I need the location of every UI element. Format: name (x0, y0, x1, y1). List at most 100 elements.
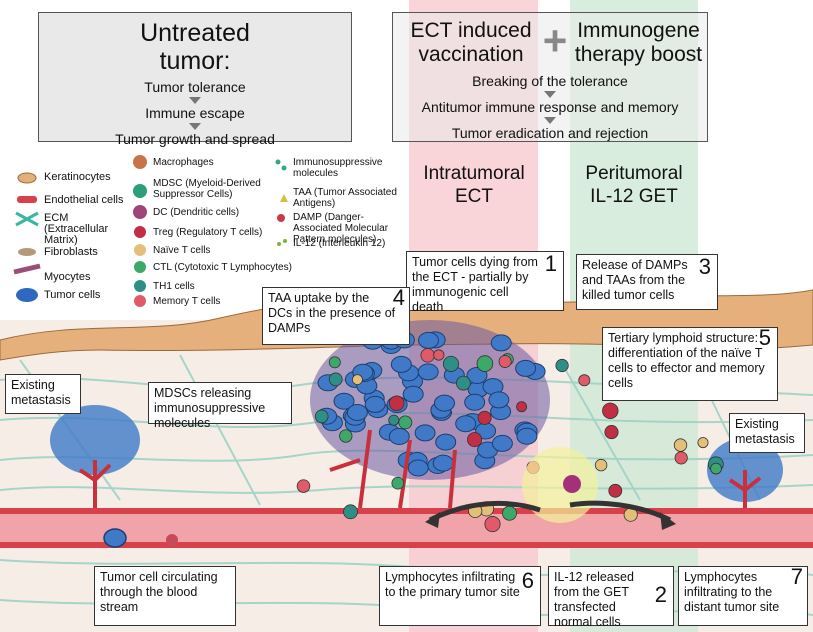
untreated-title: Untreated tumor: (140, 19, 250, 75)
immune-cell (388, 395, 405, 412)
arrowhead-distant (660, 512, 676, 530)
callout-2-number: 2 (654, 582, 667, 607)
callout-1-number: 1 (544, 251, 557, 276)
arrow-lymphocytes-to-distant (569, 500, 672, 523)
header-treatment: ECT induced vaccination + Immunogene the… (392, 12, 708, 142)
immune-cell (328, 356, 341, 369)
callout-7-number: 7 (790, 564, 803, 589)
legend-ecm: ECM (Extracellular Matrix) (44, 212, 109, 246)
tumor-cell (388, 428, 410, 445)
legend-ctl: CTL (Cytotoxic T Lymphocytes) (153, 262, 292, 273)
immune-cell (391, 476, 405, 490)
callout-6: Lymphocytes infiltrating to the primary … (379, 566, 541, 626)
immune-cell (578, 374, 591, 387)
arrow-down-icon (189, 123, 201, 130)
callout-4: TAA uptake by the DCs in the presence of… (262, 287, 410, 345)
tumor-cell (346, 404, 368, 421)
immune-cell (516, 401, 528, 413)
header-untreated: Untreated tumor: Tumor tolerance Immune … (38, 12, 352, 147)
immune-cell (484, 516, 501, 533)
tumor-cell (434, 394, 455, 412)
treatment-line-2: Antitumor immune response and memory (421, 99, 679, 115)
arrow-down-icon (544, 117, 556, 124)
immune-cell (328, 372, 343, 387)
tumor-cell (491, 434, 513, 452)
untreated-line-1: Tumor tolerance (144, 79, 246, 95)
arrow-lymphocytes-to-primary (428, 501, 541, 523)
immune-cell (343, 504, 358, 520)
callout-2-text: IL-12 released from the GET transfected … (554, 570, 634, 629)
callout-7-text: Lymphocytes infiltrating to the distant … (684, 570, 780, 614)
plus-icon: + (542, 17, 568, 64)
tumor-cell (417, 363, 439, 381)
immune-cell (555, 358, 569, 373)
callout-1-text: Tumor cells dying from the ECT - partial… (412, 255, 538, 314)
immune-cell (351, 374, 363, 386)
immune-cell (674, 451, 688, 465)
tumor-cell (432, 454, 454, 472)
callout-2: IL-12 released from the GET transfected … (548, 566, 674, 629)
legend-dc: DC (Dendritic cells) (153, 207, 240, 218)
callout-circulating-text: Tumor cell circulating through the blood… (100, 570, 218, 614)
tumor-cell (488, 391, 510, 409)
callout-mdsc: MDSCs releasing immunosuppressive molecu… (148, 382, 292, 430)
legend-naive: Naïve T cells (153, 245, 211, 256)
legend-macrophages: Macrophages (153, 157, 214, 168)
immune-cell (296, 479, 311, 493)
legend-th1: TH1 cells (153, 281, 195, 292)
tumor-cell (455, 415, 477, 433)
treatment-line-1: Breaking of the tolerance (472, 73, 628, 89)
immune-cell (498, 355, 512, 368)
immune-cell (433, 349, 445, 361)
tumor-cell (490, 334, 512, 352)
tumor-cell (333, 392, 355, 410)
circulating-tumor-cell (103, 528, 127, 548)
untreated-line-2: Immune escape (145, 105, 245, 121)
immune-cell (388, 414, 400, 426)
immune-cell (608, 483, 623, 498)
tumor-cell (516, 427, 538, 445)
immune-cell (314, 409, 329, 424)
immune-cell (442, 355, 460, 372)
arrow-down-icon (544, 91, 556, 98)
callout-5: Tertiary lymphoid structure: differentia… (602, 327, 778, 401)
immune-cell (467, 432, 483, 448)
arrowhead-primary (425, 512, 440, 528)
immune-cell (476, 355, 494, 372)
tumor-cell (464, 393, 486, 411)
untreated-line-3: Tumor growth and spread (115, 131, 275, 147)
callout-circulating: Tumor cell circulating through the blood… (94, 566, 236, 626)
tumor-cell (407, 459, 429, 477)
immune-cell (477, 410, 492, 425)
legend-immunosuppressive: Immunosuppressive molecules (293, 157, 383, 179)
legend-il12: IL-12 (Interleukin 12) (293, 238, 386, 249)
zone-label-intratumoral: Intratumoral ECT (423, 163, 525, 207)
immune-cell (420, 348, 435, 363)
legend-tumor-cells: Tumor cells (44, 289, 101, 301)
immune-cell (710, 462, 722, 475)
callout-metastasis-right-text: Existing metastasis (735, 417, 795, 446)
ect-vaccination-title: ECT induced vaccination (410, 19, 532, 66)
callout-3-text: Release of DAMPs and TAAs from the kille… (582, 258, 688, 302)
immune-cell (673, 438, 688, 452)
callout-mdsc-text: MDSCs releasing immunosuppressive molecu… (154, 386, 266, 430)
immune-cell (602, 402, 619, 419)
metastasis-left (50, 405, 140, 475)
zone-label-peritumoral: Peritumoral IL-12 GET (585, 163, 683, 207)
callout-5-text: Tertiary lymphoid structure: differentia… (608, 331, 765, 390)
immune-cell (502, 505, 517, 521)
tumor-vessels (78, 429, 762, 509)
immunogene-boost-title: Immunogene therapy boost (574, 19, 703, 66)
legend-myocytes: Myocytes (44, 271, 91, 283)
arrow-down-icon (189, 97, 201, 104)
callout-metastasis-right: Existing metastasis (729, 413, 805, 453)
callout-4-number: 4 (392, 285, 405, 310)
legend-keratinocytes: Keratinocytes (44, 171, 111, 183)
immune-cell (339, 429, 353, 443)
vessel-wall-top (0, 508, 813, 514)
callout-metastasis-left-text: Existing metastasis (11, 378, 71, 407)
circulating-red-cell (166, 534, 178, 546)
tumor-cell (402, 385, 424, 403)
callout-7: Lymphocytes infiltrating to the distant … (678, 566, 808, 626)
tumor-cell (515, 359, 537, 377)
